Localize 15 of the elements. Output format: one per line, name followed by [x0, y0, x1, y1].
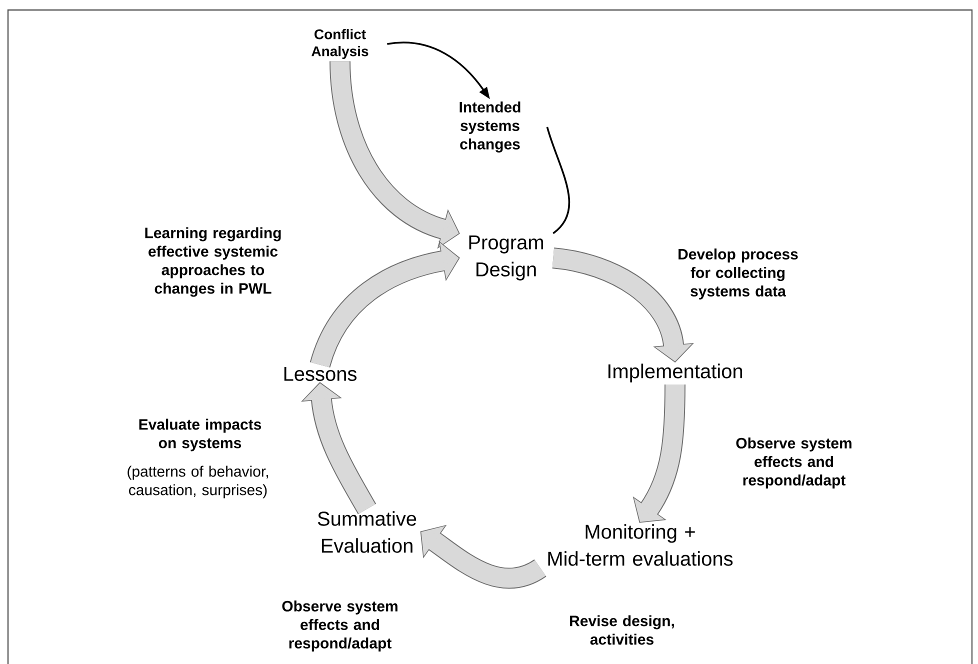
annotation-text: Evaluate impacts on systems [139, 418, 262, 452]
node-label: Implementation [608, 364, 742, 382]
connector-line [546, 126, 570, 234]
node-label: Intended systems changes [460, 101, 520, 153]
node-label: Lessons [284, 367, 356, 381]
annotation-text: Revise design, activities [570, 615, 674, 645]
node-label: Conflict Analysis [312, 28, 368, 60]
node-label: Program Design [469, 236, 544, 280]
node-label: Summative Evaluation [318, 511, 416, 553]
annotation-text: Learning regarding effective systemic approaches to changes in PWL [145, 227, 281, 297]
annotation-text: Observe system effects and respond/adapt [282, 600, 398, 652]
annotation-text: (patterns of behavior, causation, surprises) [128, 466, 268, 498]
annotation-text: Observe system effects and respond/adapt [736, 438, 852, 488]
annotation-text: Develop process for collecting systems data [678, 248, 798, 300]
node-label: Monitoring + Mid-term evaluations [548, 524, 733, 566]
